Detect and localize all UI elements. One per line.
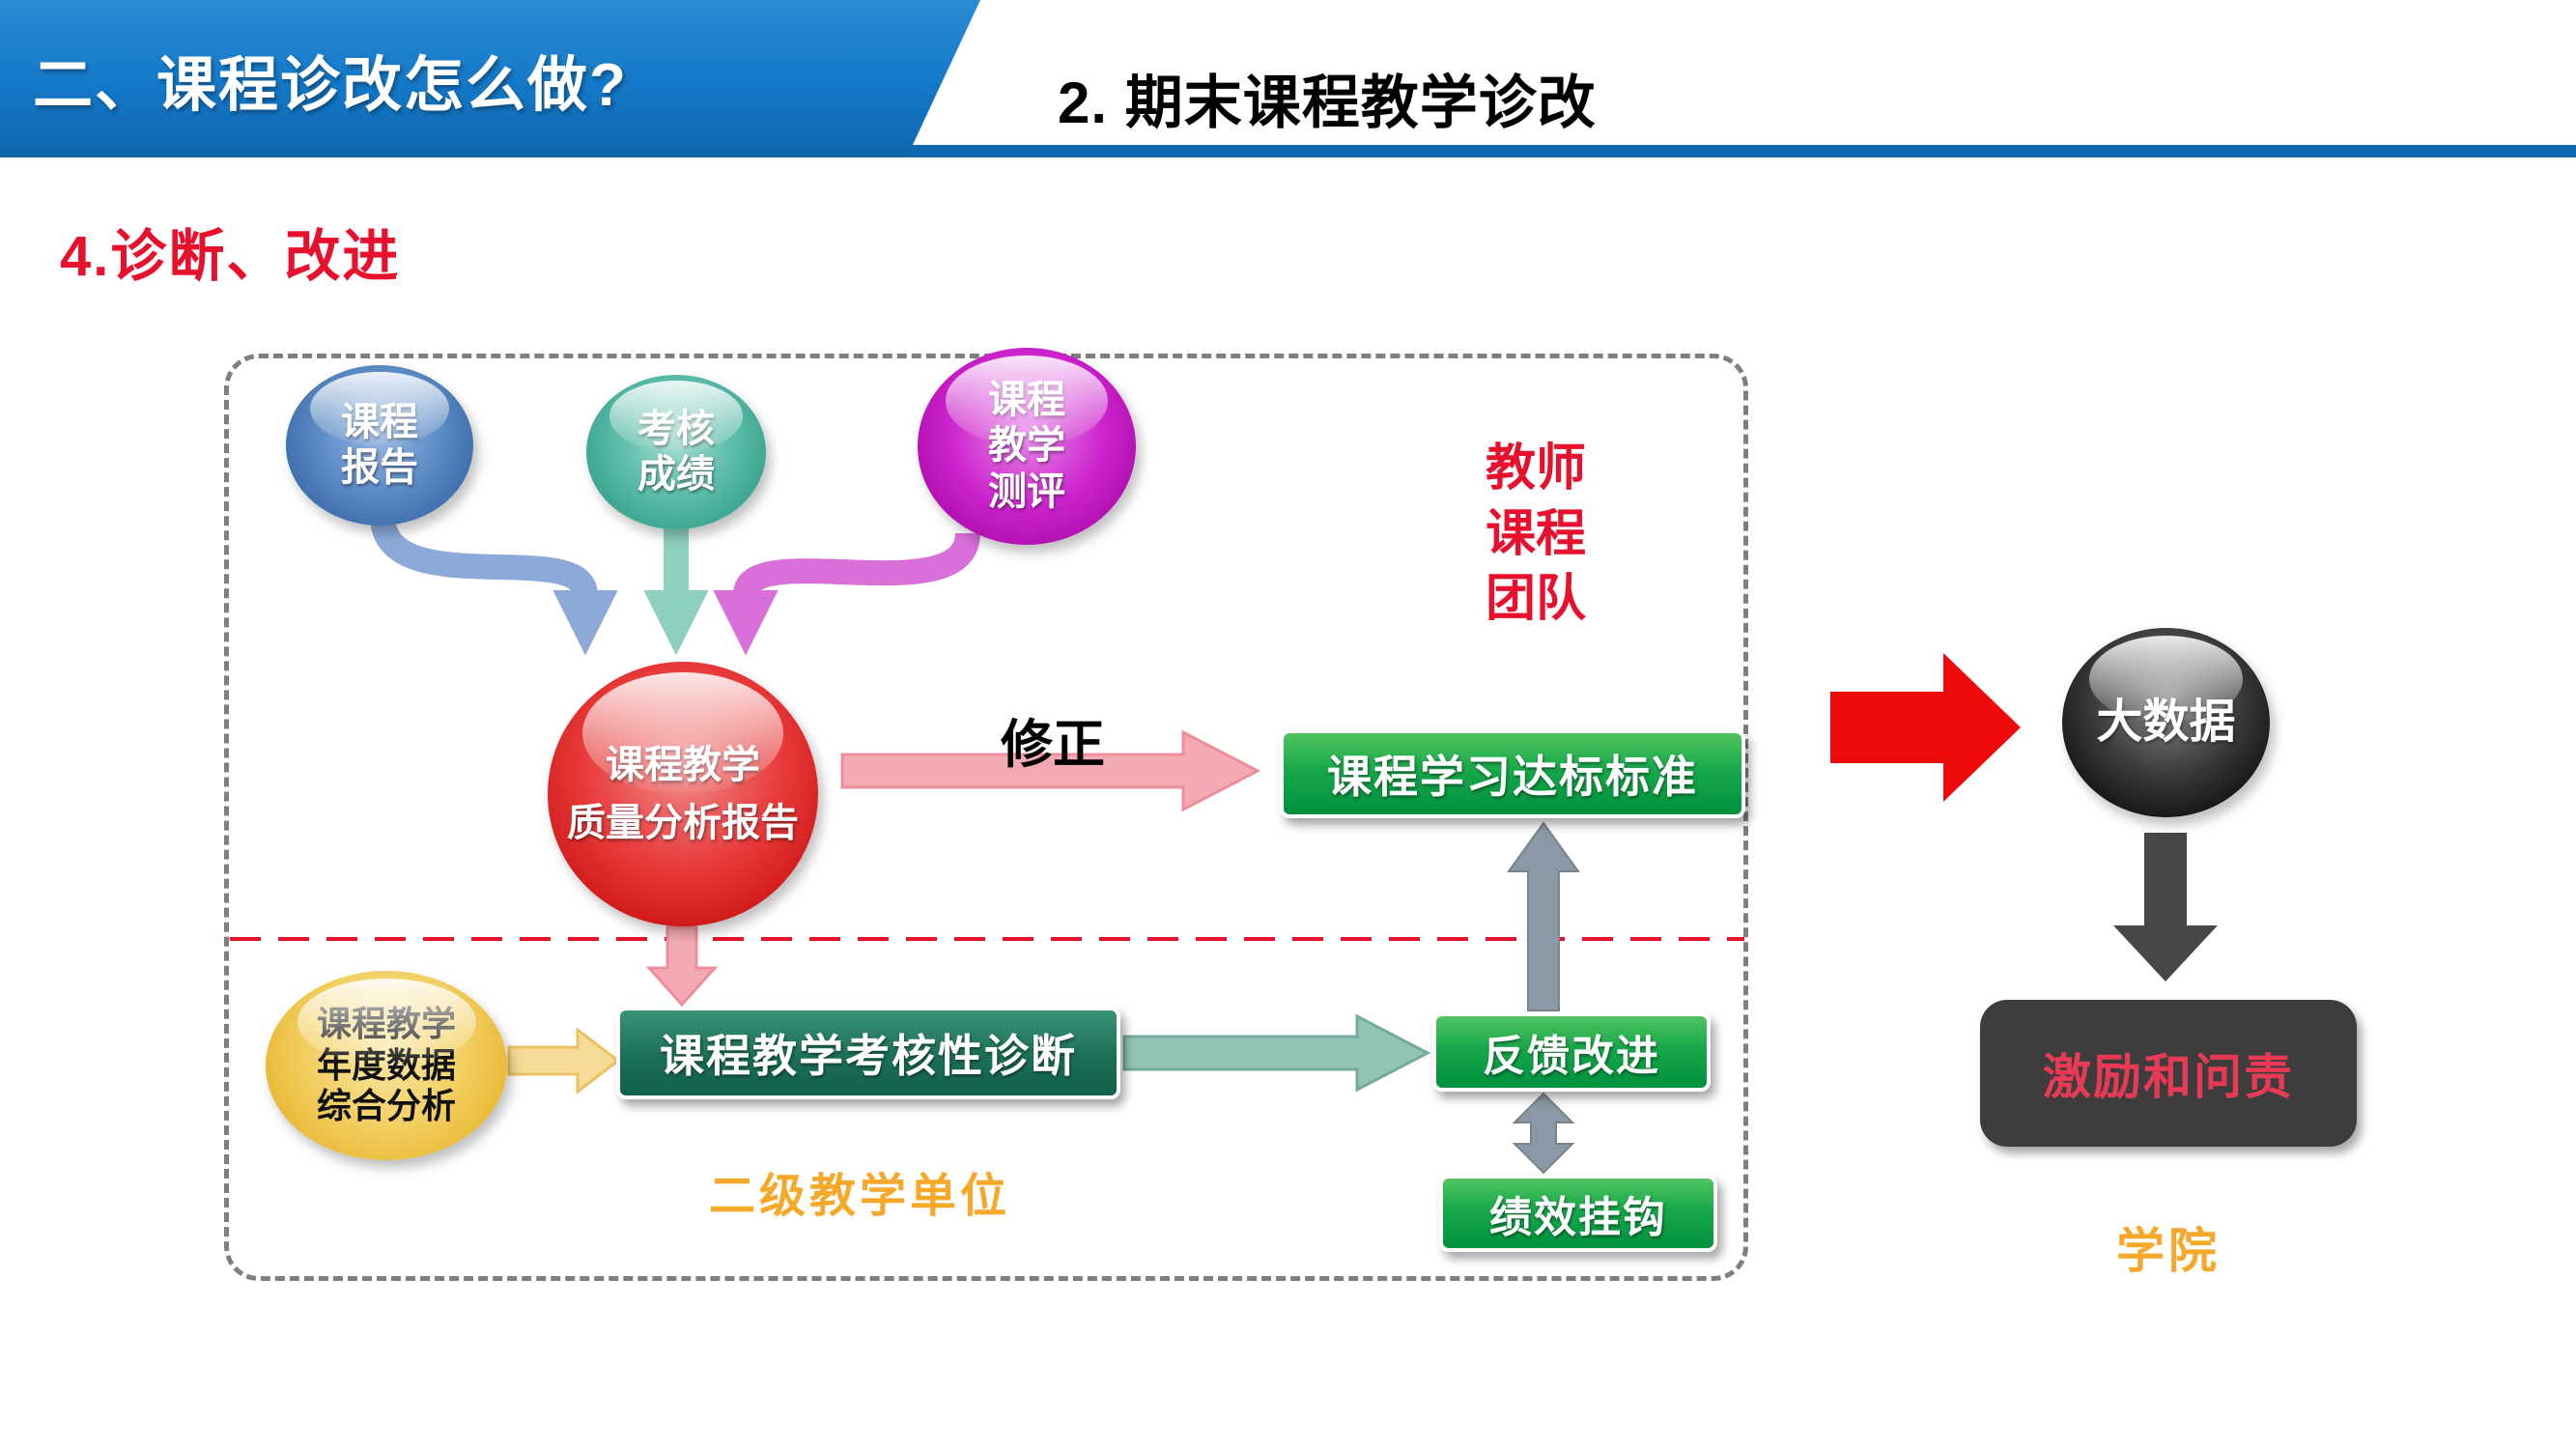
sphere-assessment-score: 考核 成绩 bbox=[586, 375, 766, 529]
arrow-course-report-to-quality bbox=[370, 514, 618, 656]
sphere-big-data: 大数据 bbox=[2062, 628, 2270, 817]
arrow-frame-to-bigdata bbox=[1830, 653, 2021, 802]
label-college: 学院 bbox=[2116, 1224, 2221, 1278]
arrow-bigdata-to-incentive bbox=[2113, 833, 2218, 981]
label-teacher-course-team: 教师 课程 团队 bbox=[1485, 441, 1586, 628]
box-attainment-standard: 课程学习达标标准 bbox=[1280, 729, 1745, 818]
box-performance-link: 绩效挂钩 bbox=[1439, 1175, 1717, 1252]
sphere-teaching-evaluation: 课程 教学 测评 bbox=[918, 348, 1136, 545]
arrow-annual-data-to-diagnosis bbox=[507, 1026, 621, 1095]
banner-title: 二、课程诊改怎么做? bbox=[33, 51, 628, 119]
section-label: 4.诊断、改进 bbox=[60, 225, 401, 288]
arrow-feedback-to-standard bbox=[1507, 821, 1580, 1011]
page-title: 2. 期末课程教学诊改 bbox=[1058, 71, 1597, 135]
box-feedback-improvement: 反馈改进 bbox=[1432, 1012, 1711, 1092]
box-assessment-diagnosis: 课程教学考核性诊断 bbox=[616, 1007, 1120, 1099]
label-correction: 修正 bbox=[1001, 716, 1105, 774]
arrow-teaching-evaluation-to-quality bbox=[713, 531, 980, 656]
arrow-feedback-performance-link bbox=[1512, 1092, 1575, 1175]
sphere-annual-data-analysis: 课程教学 年度数据 综合分析 bbox=[266, 971, 507, 1160]
label-secondary-teaching-unit: 二级教学单位 bbox=[708, 1171, 1010, 1222]
sphere-quality-analysis-report: 课程教学 质量分析报告 bbox=[548, 662, 818, 926]
sphere-course-report: 课程 报告 bbox=[286, 365, 473, 526]
header-banner: 二、课程诊改怎么做? bbox=[0, 0, 980, 157]
box-incentive-accountability: 激励和问责 bbox=[1980, 1000, 2357, 1147]
arrow-quality-to-diagnosis bbox=[645, 925, 719, 1008]
arrow-diagnosis-to-feedback bbox=[1122, 1013, 1431, 1093]
arrow-correction-to-standard bbox=[840, 729, 1261, 812]
